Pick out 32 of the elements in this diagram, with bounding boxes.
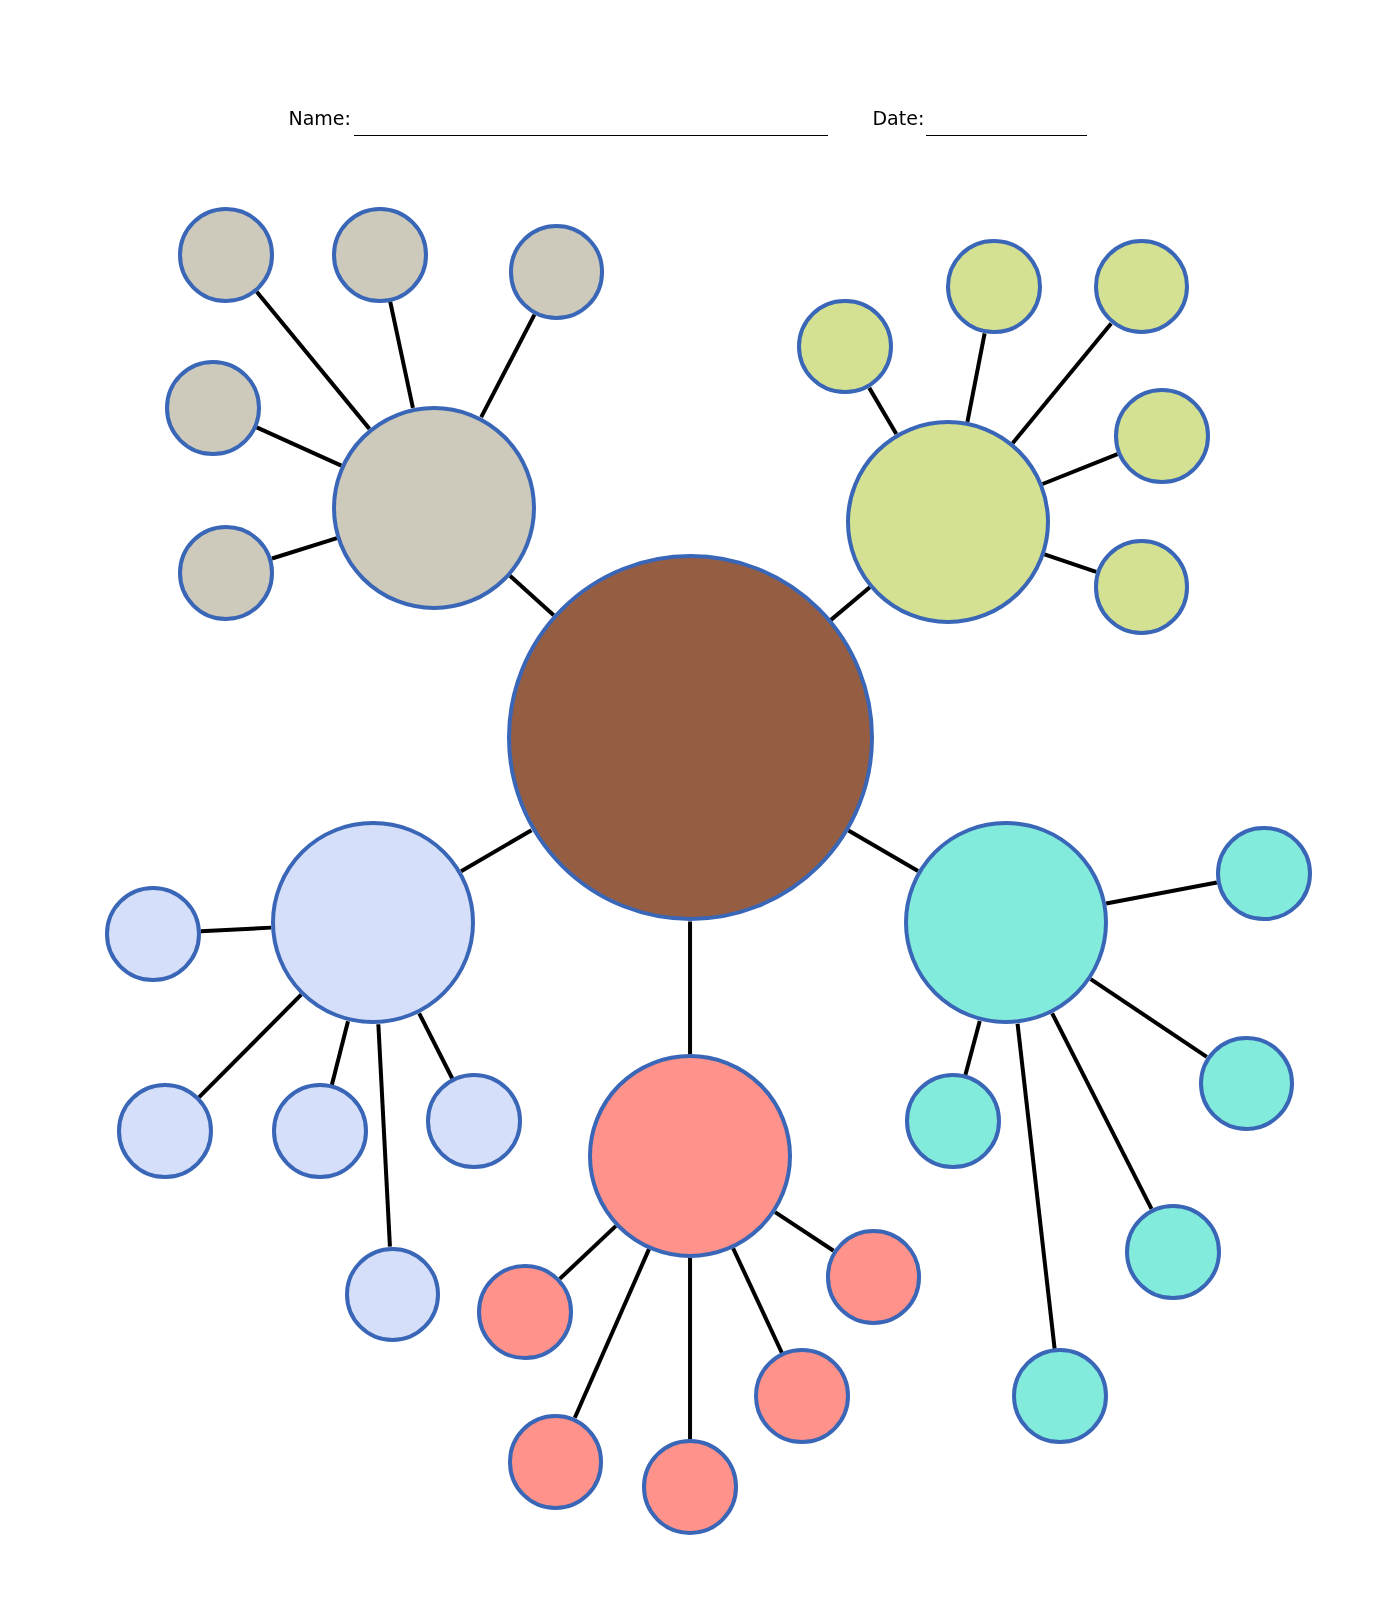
connector-line (965, 333, 987, 423)
connector-line (417, 1012, 455, 1080)
connector-line (1089, 977, 1208, 1059)
connector-line (773, 1210, 835, 1253)
connector-line (197, 993, 303, 1099)
connector-line (1105, 880, 1218, 906)
connector-line (558, 1224, 618, 1281)
field-label: Name: (288, 107, 351, 129)
connector-line (829, 585, 872, 622)
connector-line (688, 921, 693, 1054)
connector-line (255, 425, 343, 468)
connector-line (1043, 552, 1097, 574)
connector-line (847, 828, 919, 873)
field-label: Date: (872, 107, 925, 129)
connector-line (329, 1020, 350, 1086)
connector-line (200, 925, 272, 934)
connector-line (867, 386, 899, 435)
connector-line (1015, 1023, 1057, 1350)
connector-line (1041, 452, 1119, 486)
connector-line (508, 574, 556, 617)
connector-line (1050, 1012, 1154, 1210)
connector-line (271, 536, 338, 561)
connector-line (731, 1247, 784, 1354)
connector-line (479, 313, 537, 419)
connector-line (460, 828, 533, 873)
connector-line (255, 290, 371, 431)
connector-line (688, 1257, 693, 1440)
connector-line (1011, 322, 1113, 445)
connector-line (388, 301, 415, 409)
connector-line (376, 1024, 392, 1247)
connector-line (963, 1020, 982, 1076)
connector-line (572, 1248, 651, 1419)
